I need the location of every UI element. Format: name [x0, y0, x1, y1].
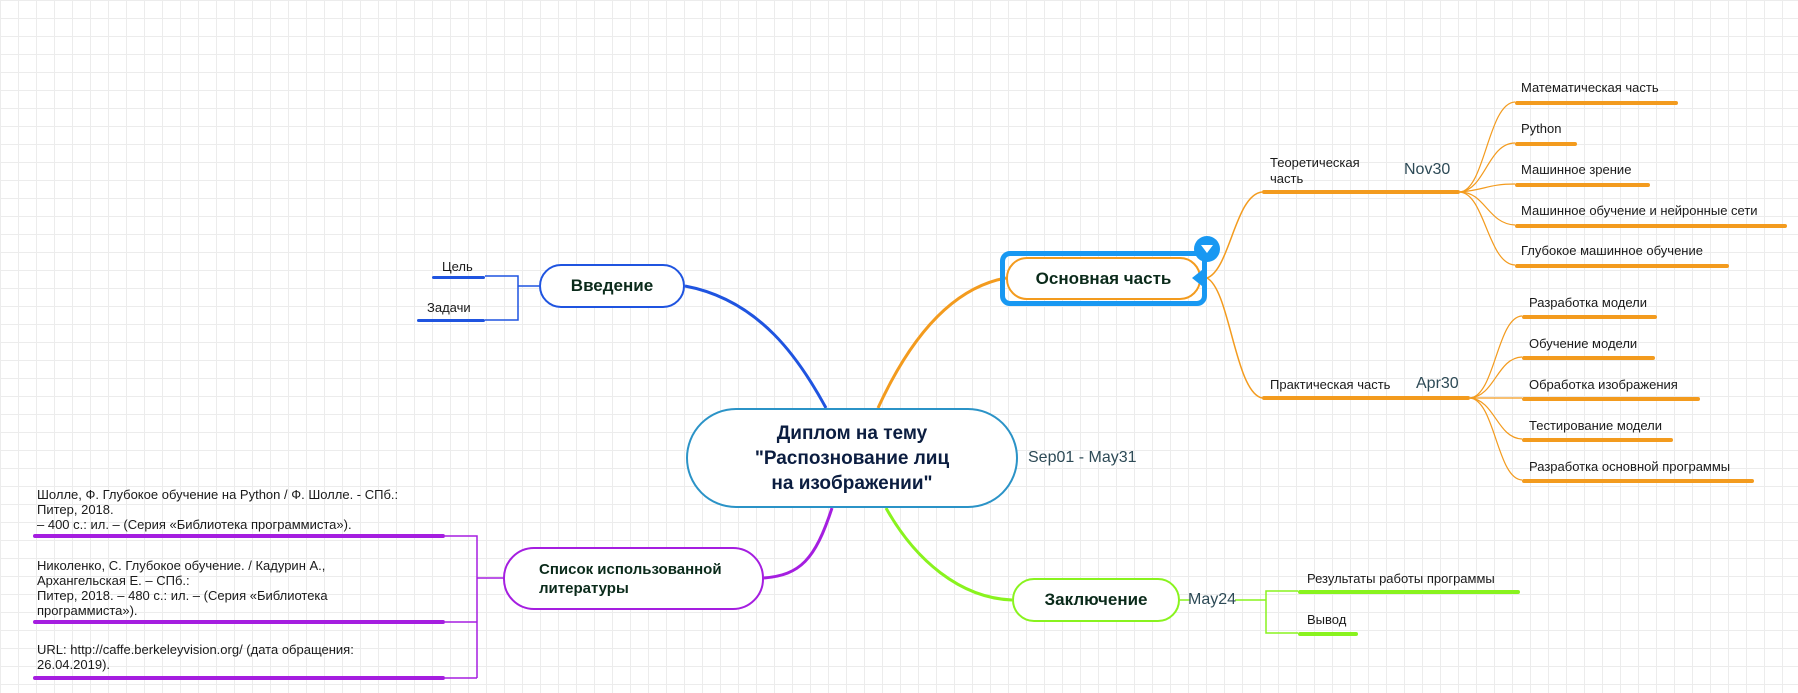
- leaf-goal[interactable]: Цель: [442, 259, 473, 274]
- theory-date: Nov30: [1404, 161, 1451, 178]
- leaf-ml[interactable]: Машинное обучение и нейронные сети: [1521, 203, 1758, 218]
- connector-root-intro: [684, 284, 828, 409]
- leaf-vision[interactable]: Машинное зрение: [1521, 162, 1632, 177]
- collapse-toggle-icon[interactable]: [1194, 236, 1220, 262]
- subtopic-practice-underline: [1262, 396, 1470, 400]
- topic-main[interactable]: Основная часть: [1006, 257, 1201, 300]
- leaf-image-proc[interactable]: Обработка изображения: [1529, 377, 1678, 392]
- leaf-deep[interactable]: Глубокое машинное обучение: [1521, 243, 1703, 258]
- ref-chollet[interactable]: Шолле, Ф. Глубокое обучение на Python / …: [37, 487, 399, 532]
- leaf-model-train-underline: [1522, 356, 1655, 360]
- topic-conclusion[interactable]: Заключение: [1012, 578, 1180, 622]
- leaf-python[interactable]: Python: [1521, 121, 1562, 136]
- leaf-results-underline: [1298, 590, 1520, 594]
- leaf-ml-underline: [1515, 224, 1787, 228]
- leaf-model-dev[interactable]: Разработка модели: [1529, 295, 1648, 310]
- leaf-math[interactable]: Математическая часть: [1521, 80, 1659, 95]
- ref-nikolenko[interactable]: Николенко, С. Глубокое обучение. / Кадур…: [37, 558, 328, 618]
- connector-root-main: [876, 276, 1007, 409]
- leaf-python-underline: [1515, 142, 1577, 146]
- topic-intro[interactable]: Введение: [539, 264, 685, 308]
- leaf-math-underline: [1515, 101, 1678, 105]
- leaf-model-dev-underline: [1522, 315, 1657, 319]
- leaf-main-program[interactable]: Разработка основной программы: [1529, 459, 1731, 474]
- leaf-main-program-underline: [1522, 479, 1754, 483]
- leaf-model-test-underline: [1522, 438, 1673, 442]
- topic-literature[interactable]: Список использованной литературы: [503, 547, 764, 610]
- root-date: Sep01 - May31: [1028, 449, 1137, 466]
- root-title: Диплом на тему "Распознование лиц на изо…: [754, 422, 950, 494]
- leaf-tasks-underline: [417, 319, 485, 322]
- ref-chollet-underline: [33, 534, 445, 538]
- leaf-tasks[interactable]: Задачи: [427, 300, 471, 315]
- connector-root-end: [884, 507, 1013, 602]
- leaf-image-proc-underline: [1522, 397, 1700, 401]
- subtopic-theory-underline: [1262, 190, 1460, 194]
- leaf-deep-underline: [1515, 264, 1729, 268]
- ref-nikolenko-underline: [33, 620, 445, 624]
- leaf-model-train[interactable]: Обучение модели: [1529, 336, 1638, 351]
- leaf-summary[interactable]: Вывод: [1307, 612, 1347, 627]
- selection-frame: [1000, 251, 1207, 306]
- topic-intro-label: Введение: [570, 276, 654, 295]
- root-topic[interactable]: Диплом на тему "Распознование лиц на изо…: [686, 408, 1018, 508]
- ref-caffe[interactable]: URL: http://caffe.berkeleyvision.org/ (д…: [37, 642, 354, 672]
- topic-main-label: Основная часть: [1035, 268, 1172, 288]
- connector-root-lit: [763, 507, 834, 580]
- leaf-results[interactable]: Результаты работы программы: [1307, 571, 1495, 586]
- leaf-goal-underline: [432, 276, 485, 279]
- topic-conclusion-label: Заключение: [1044, 590, 1148, 609]
- subtopic-theory[interactable]: Теоретическая часть: [1270, 155, 1360, 186]
- leaf-vision-underline: [1515, 183, 1650, 187]
- leaf-summary-underline: [1298, 632, 1358, 636]
- topic-literature-label: Список использованной литературы: [539, 560, 722, 597]
- ref-caffe-underline: [33, 676, 445, 680]
- practice-date: Apr30: [1416, 375, 1459, 392]
- conclusion-date: May24: [1188, 591, 1237, 608]
- leaf-model-test[interactable]: Тестирование модели: [1529, 418, 1663, 433]
- selection-arrow-icon: [1192, 270, 1202, 286]
- subtopic-practice[interactable]: Практическая часть: [1270, 377, 1391, 392]
